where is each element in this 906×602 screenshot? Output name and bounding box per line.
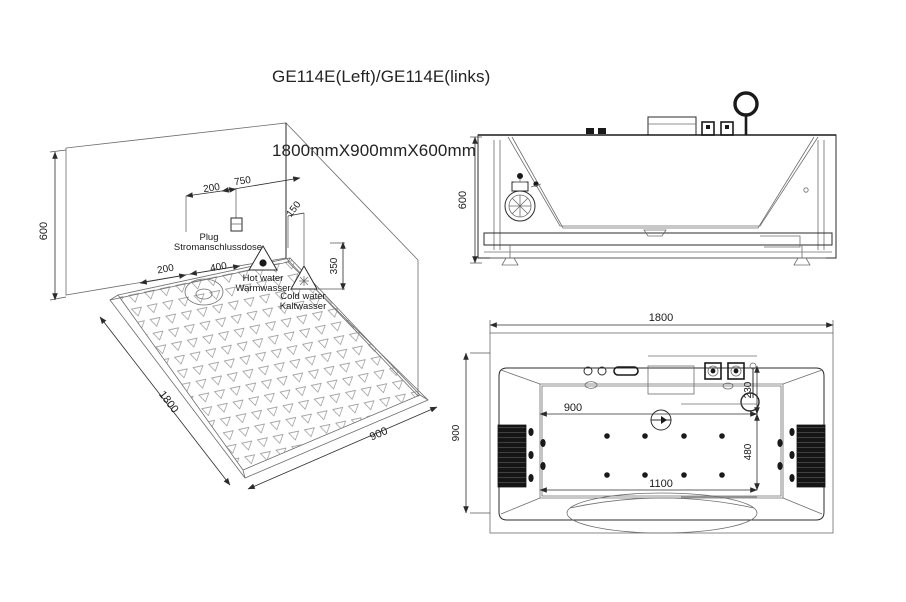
elev-right-fitting — [803, 187, 809, 193]
plan-headrest-right — [796, 424, 826, 488]
hot-water-label-de: Warmwasser — [235, 283, 290, 294]
iso-dim-hot-group: 150 — [285, 199, 305, 265]
plan-small-fitting-left — [584, 381, 598, 389]
plan-deck-hole-2 — [597, 366, 607, 376]
iso-dim-600-label: 600 — [38, 222, 50, 240]
elev-dim-height-600: 600 — [457, 136, 482, 264]
plan-dim-1800-label: 1800 — [649, 312, 673, 324]
hot-water-symbol — [248, 245, 278, 271]
plan-dim-230-label: 230 — [743, 381, 754, 398]
plug-outlet-box — [230, 217, 243, 232]
size-title: 1800mmX900mmX600mm — [272, 141, 476, 161]
hot-water-label-en: Hot water — [243, 273, 284, 284]
plan-dim-900-inner-label: 900 — [564, 402, 582, 414]
plug-label-de: Stromanschlussdose — [174, 242, 262, 253]
isometric-view: 600 200 750 150 350 — [38, 122, 438, 490]
plan-valve-1 — [704, 362, 722, 380]
iso-dim-floor-400-label: 400 — [209, 261, 228, 275]
plan-inner-bowl-2 — [541, 385, 782, 497]
iso-dim-floor-200-label: 200 — [156, 263, 175, 277]
elev-tub-taper — [507, 136, 819, 227]
plan-side-jets-left — [528, 428, 546, 482]
elev-jet-2 — [598, 128, 606, 134]
plan-drain — [650, 409, 672, 431]
plan-dim-1100-label: 1100 — [649, 478, 673, 490]
elev-side-rails — [493, 140, 825, 250]
elev-valve-knob-2 — [720, 121, 734, 136]
elev-base-lines — [484, 251, 832, 259]
plan-small-fitting-right — [722, 382, 734, 390]
iso-drain-inner — [195, 288, 213, 300]
plan-tub-rim — [498, 367, 825, 521]
plug-label-en: Plug — [199, 232, 218, 243]
elev-pipe-run — [760, 235, 801, 248]
plan-dim-1100: 1100 — [539, 478, 758, 493]
iso-dim-900-label: 900 — [368, 425, 390, 443]
iso-dim-350-label: 350 — [329, 257, 340, 274]
elev-foot-left — [501, 245, 519, 266]
plan-basin-arc — [569, 497, 755, 509]
iso-dim-floor-offsets: 200 400 — [139, 261, 241, 285]
iso-dim-cold-height: 350 — [318, 241, 346, 291]
plan-deck-hole-1 — [583, 366, 593, 376]
iso-floor-hatch — [118, 258, 420, 470]
elev-valve-knob-1 — [701, 121, 715, 136]
plan-dim-900-overall: 900 — [451, 352, 490, 514]
iso-dim-height-600: 600 — [38, 149, 67, 301]
plan-dim-480: 480 — [743, 413, 760, 491]
title-block: GE114E(Left)/GE114E(links) 1800mmX900mmX… — [272, 16, 490, 213]
model-title: GE114E(Left)/GE114E(links) — [272, 67, 491, 87]
plan-basin-ellipse — [566, 492, 758, 534]
elev-dim-600-label: 600 — [457, 191, 469, 209]
iso-dim-750-label: 750 — [234, 175, 253, 189]
plan-deck-slot — [613, 366, 639, 376]
plan-bottom-jets — [604, 433, 725, 478]
plan-dim-1800: 1800 — [489, 312, 834, 333]
plan-dim-900-overall-label: 900 — [451, 424, 462, 441]
elev-tub-taper-inner — [511, 136, 815, 229]
plan-valve-2 — [727, 362, 745, 380]
plan-ref-lines — [648, 355, 757, 498]
iso-drain-outer — [184, 278, 224, 306]
cold-water-symbol — [290, 264, 318, 290]
elev-base-frame — [483, 232, 833, 246]
iso-dim-150-label: 150 — [285, 199, 304, 219]
plan-dim-900-inner: 900 — [539, 402, 758, 417]
plan-side-jets-right — [777, 428, 795, 482]
iso-dim-200-label: 200 — [203, 182, 222, 196]
plan-outer-rect — [489, 332, 834, 534]
plan-control-panel — [647, 365, 695, 395]
elev-control-panel — [647, 116, 697, 136]
pump-assembly — [504, 173, 542, 222]
iso-skirt-ties — [109, 257, 429, 479]
plan-view: 1800 900 900 1100 230 — [451, 312, 834, 534]
plan-corner-lines — [500, 369, 823, 515]
cold-water-label-de: Kaltwasser — [280, 301, 326, 312]
elev-foot-right — [793, 245, 811, 266]
cold-water-label-en: Cold water — [280, 291, 325, 302]
plan-dim-230: 230 — [743, 365, 760, 415]
elev-drain-boss — [643, 229, 667, 237]
front-elevation-view: 600 — [457, 91, 837, 266]
iso-dim-plug-group: 200 750 — [185, 175, 301, 232]
iso-dim-1800-label: 1800 — [156, 389, 181, 416]
plan-dim-480-label: 480 — [743, 443, 754, 460]
elev-faucet — [733, 91, 759, 135]
plan-headrest-left — [497, 424, 527, 488]
elev-jet-1 — [586, 128, 594, 134]
